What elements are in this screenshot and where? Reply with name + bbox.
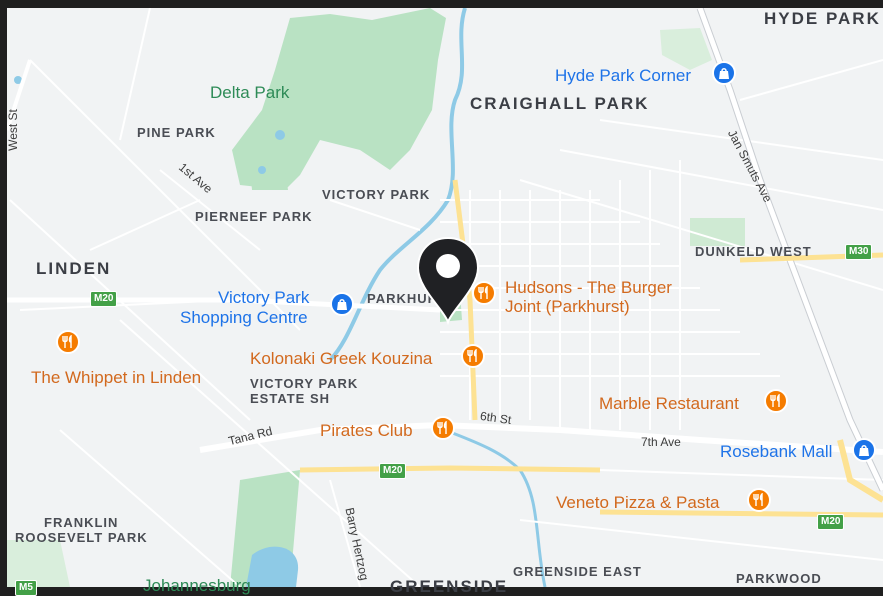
area-craighall-park: CRAIGHALL PARK bbox=[470, 94, 650, 113]
place-kolonaki-label[interactable]: Kolonaki Greek Kouzina bbox=[250, 349, 433, 368]
place-victory-park-sc-label-line2[interactable]: Shopping Centre bbox=[180, 308, 308, 327]
fork-knife-icon[interactable] bbox=[764, 389, 788, 413]
area-pierneef-park: PIERNEEF PARK bbox=[195, 209, 313, 224]
shopping-bag-icon[interactable] bbox=[712, 61, 736, 85]
area-greenside-east: GREENSIDE EAST bbox=[513, 564, 642, 579]
major-roads bbox=[5, 6, 883, 518]
place-hyde-park-corner-label[interactable]: Hyde Park Corner bbox=[555, 66, 692, 85]
area-dunkeld-west: DUNKELD WEST bbox=[695, 244, 812, 259]
route-shield-m20: M20 bbox=[379, 463, 407, 479]
area-hyde-park: HYDE PARK bbox=[764, 9, 881, 28]
area-victory-park-estate-line1: VICTORY PARK bbox=[250, 376, 359, 391]
park-johannesburg[interactable]: Johannesburg bbox=[143, 576, 251, 595]
place-hudsons-label-line2[interactable]: Joint (Parkhurst) bbox=[505, 297, 630, 316]
area-parkwood: PARKWOOD bbox=[736, 571, 822, 586]
fork-knife-icon[interactable] bbox=[431, 416, 455, 440]
route-shield-m20: M20 bbox=[817, 514, 845, 530]
place-rosebank-mall-label[interactable]: Rosebank Mall bbox=[720, 442, 833, 461]
fork-knife-icon[interactable] bbox=[747, 488, 771, 512]
area-victory-park-estate-line2: ESTATE SH bbox=[250, 391, 331, 406]
place-hudsons-label-line1[interactable]: Hudsons - The Burger bbox=[505, 278, 672, 297]
place-whippet-label[interactable]: The Whippet in Linden bbox=[31, 368, 202, 387]
area-franklin-line2: ROOSEVELT PARK bbox=[15, 530, 148, 545]
street-7th-ave: 7th Ave bbox=[641, 435, 681, 449]
route-shield-m20: M20 bbox=[90, 291, 118, 307]
area-franklin-line1: FRANKLIN bbox=[44, 515, 119, 530]
shopping-bag-icon[interactable] bbox=[852, 438, 876, 462]
fork-knife-icon[interactable] bbox=[472, 281, 496, 305]
park-delta-park[interactable]: Delta Park bbox=[210, 83, 290, 102]
area-victory-park: VICTORY PARK bbox=[322, 187, 431, 202]
window-frame-left bbox=[0, 0, 7, 587]
fork-knife-icon[interactable] bbox=[461, 344, 485, 368]
area-linden: LINDEN bbox=[36, 259, 112, 278]
place-marble-label[interactable]: Marble Restaurant bbox=[599, 394, 739, 413]
place-victory-park-sc-label-line1[interactable]: Victory Park bbox=[218, 288, 310, 307]
fork-knife-icon[interactable] bbox=[56, 330, 80, 354]
shopping-bag-icon[interactable] bbox=[330, 292, 354, 316]
route-shield-m5: M5 bbox=[15, 580, 37, 596]
street-grid bbox=[9, 7, 883, 587]
window-frame-top bbox=[0, 0, 883, 8]
map-pin-icon[interactable] bbox=[414, 236, 482, 326]
route-shield-m30: M30 bbox=[845, 244, 873, 260]
place-veneto-label[interactable]: Veneto Pizza & Pasta bbox=[556, 493, 720, 512]
place-pirates-label[interactable]: Pirates Club bbox=[320, 421, 413, 440]
street-west-st: West St bbox=[5, 109, 20, 151]
area-pine-park: PINE PARK bbox=[137, 125, 216, 140]
